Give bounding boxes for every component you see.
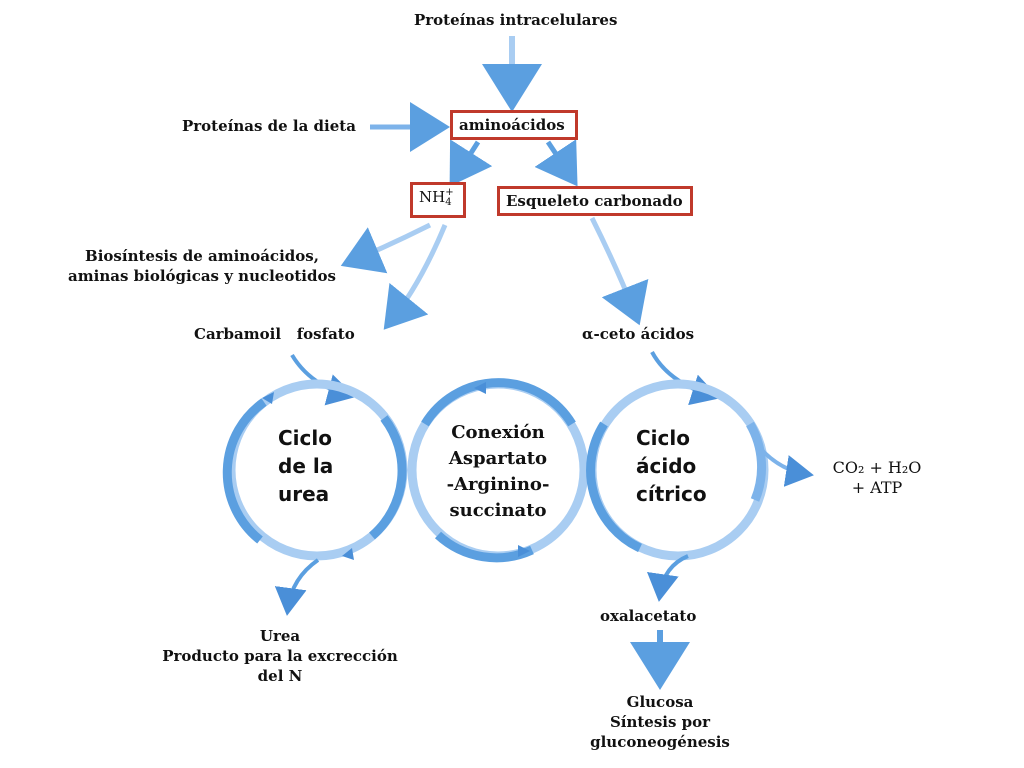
citric-cycle-line-2: ácido [636, 454, 697, 478]
nh4-base: NH [419, 188, 446, 206]
urea-cycle-line-3: urea [278, 482, 330, 506]
glucose-line-1: Glucosa [626, 693, 694, 711]
urea-line-3: del N [257, 667, 303, 685]
biosynthesis-line-2: aminas biológicas y nucleotidos [68, 267, 336, 285]
connection-line-3: -Arginino- [446, 474, 550, 495]
nh4-box: NH+4 [410, 182, 466, 218]
citric-cycle-line-3: cítrico [636, 482, 707, 506]
urea-cycle-ring [222, 379, 408, 561]
arrow-citric-to-oxaloacetate [646, 554, 689, 602]
intracellular-proteins-label: Proteínas intracelulares [414, 11, 618, 29]
citric-cycle-label: Ciclo ácido cítrico [636, 424, 707, 508]
urea-cycle-line-2: de la [278, 454, 334, 478]
carbamoyl-phosphate-label: Carbamoil fosfato [194, 325, 355, 343]
diet-proteins-label: Proteínas de la dieta [182, 117, 356, 135]
urea-cycle-line-1: Ciclo [278, 426, 332, 450]
carbon-skeleton-box: Esqueleto carbonado [497, 186, 693, 216]
aminoacids-box: aminoácidos [450, 110, 578, 140]
glucose-label: Glucosa Síntesis por gluconeogénesis [580, 692, 740, 752]
ring-arrowhead-urea-bottom [342, 548, 354, 560]
connection-line-2: Aspartato [448, 448, 548, 469]
ring-arrowhead-connection-top [474, 382, 486, 394]
nh4-subscript: 4 [445, 197, 452, 208]
biosynthesis-line-1: Biosíntesis de aminoácidos, [85, 247, 319, 265]
arrow-aminoacids-to-nh4 [449, 139, 493, 187]
ring-arrowhead-urea-top [262, 392, 274, 404]
arrow-nh4-to-carbamoyl [383, 224, 448, 330]
arrow-nh4-to-biosynthesis [340, 222, 432, 274]
glucose-line-3: gluconeogénesis [590, 733, 730, 751]
urea-label: Urea Producto para la excrección del N [150, 626, 410, 686]
urea-line-2: Producto para la excrección [162, 647, 398, 665]
arrow-citric-to-co2 [758, 446, 814, 487]
oxaloacetate-label: oxalacetato [600, 607, 697, 625]
ring-arrowhead-connection-bottom [518, 545, 530, 557]
arrow-aminoacids-to-skeleton [534, 139, 578, 187]
alpha-keto-acids-label: α-ceto ácidos [582, 325, 695, 343]
glucose-line-2: Síntesis por [609, 713, 711, 731]
biosynthesis-label: Biosíntesis de aminoácidos, aminas bioló… [52, 246, 352, 286]
arrow-ureacycle-to-urea [274, 558, 320, 616]
nh4-charge: + [445, 187, 454, 198]
connection-line-1: Conexión [451, 422, 545, 443]
connection-line-4: succinato [449, 500, 547, 521]
urea-cycle-label: Ciclo de la urea [278, 424, 333, 508]
urea-line-1: Urea [259, 627, 301, 645]
connection-label: Conexión Aspartato -Arginino- succinato [434, 420, 562, 524]
co2-products-line-2: + ATP [851, 478, 903, 497]
citric-cycle-line-1: Ciclo [636, 426, 690, 450]
citric-cycle-ring [586, 379, 769, 561]
arrow-skeleton-to-ketoacids [589, 216, 649, 326]
co2-products-line-1: CO₂ + H₂O [832, 458, 922, 477]
co2-products-label: CO₂ + H₂O + ATP [812, 458, 942, 498]
arrow-ketoacids-to-citric [650, 351, 720, 406]
